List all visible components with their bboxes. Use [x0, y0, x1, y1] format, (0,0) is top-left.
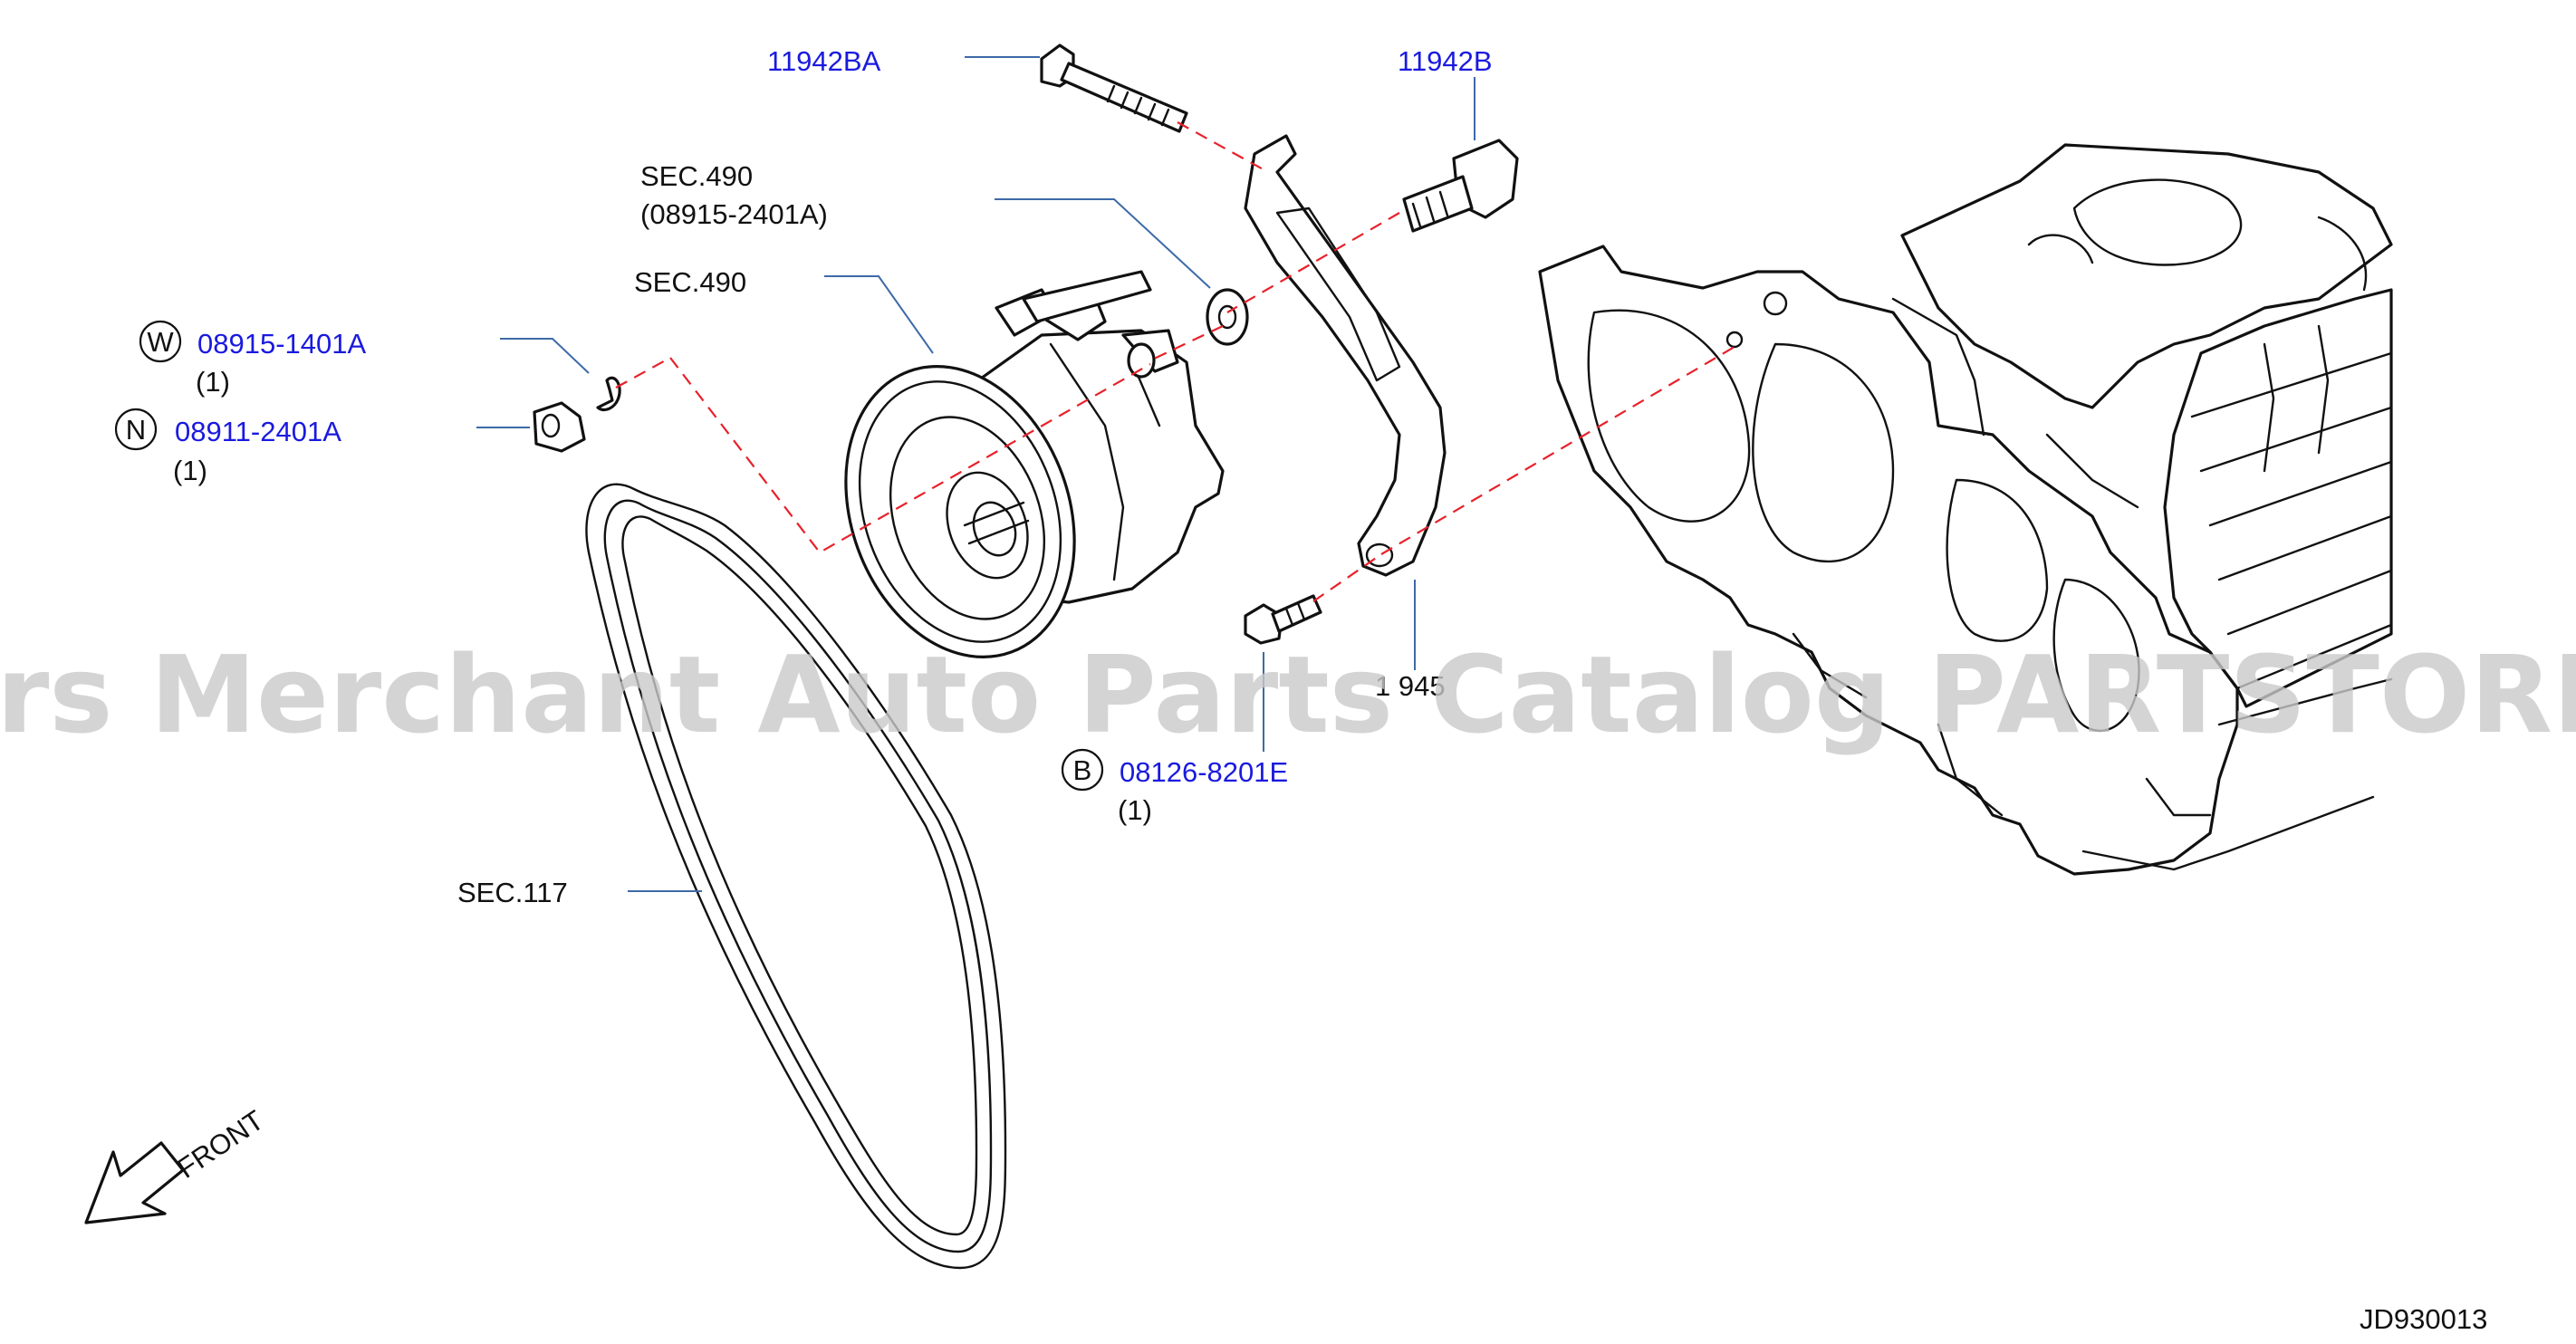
label-sec490-a[interactable]: SEC.490: [640, 160, 753, 192]
engine-block-drawing: [1538, 143, 2393, 876]
diagram-id: JD930013: [2360, 1303, 2487, 1335]
badge-nut: N: [114, 408, 158, 451]
label-nut-qty: (1): [173, 455, 207, 486]
label-sec490-b[interactable]: SEC.490: [634, 266, 746, 298]
drive-belt-drawing: [585, 483, 1007, 1270]
badge-nut-letter: N: [126, 414, 146, 446]
hardware-drawing: [533, 43, 1519, 645]
label-bolt-bottom-code[interactable]: 08126-8201E: [1120, 756, 1288, 788]
power-steering-pump-drawing: [844, 270, 1225, 658]
assembly-lines: [615, 121, 1740, 602]
label-washer-qty: (1): [196, 366, 230, 398]
label-bolt-top[interactable]: 11942BA: [767, 45, 881, 77]
label-nut-code[interactable]: 08911-2401A: [175, 416, 341, 447]
label-bracket[interactable]: 1 945: [1375, 670, 1446, 702]
label-bolt-bottom-qty: (1): [1118, 794, 1152, 826]
badge-bolt: B: [1061, 748, 1104, 792]
label-stud[interactable]: 11942B: [1398, 45, 1493, 77]
label-sec490-a-sub: (08915-2401A): [640, 198, 828, 230]
badge-washer-letter: W: [147, 326, 174, 358]
front-label: FRONT: [171, 1104, 269, 1185]
label-belt[interactable]: SEC.117: [457, 877, 568, 908]
label-washer-code[interactable]: 08915-1401A: [197, 328, 366, 360]
leader-lines: [476, 56, 1475, 892]
badge-washer: W: [139, 320, 182, 363]
badge-bolt-letter: B: [1073, 754, 1092, 786]
bracket-drawing: [1244, 134, 1447, 577]
watermark: Offers Merchant Auto Parts Catalog PARTS…: [0, 632, 2576, 757]
front-arrow-icon: [84, 1141, 185, 1224]
